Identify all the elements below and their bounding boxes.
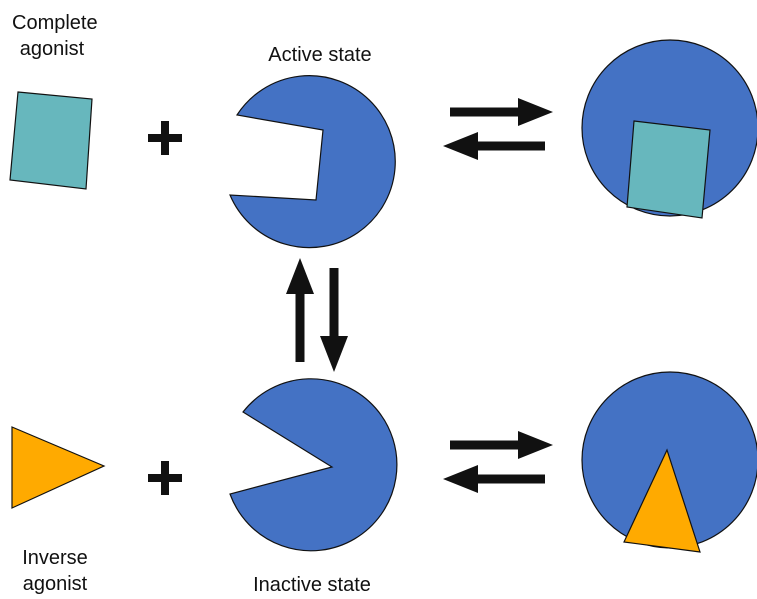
inverse-agonist-label: Inverse agonist <box>15 545 95 597</box>
agonist-bound-active-complex-icon <box>581 39 757 219</box>
inverse-agonist-triangle-icon <box>11 426 106 509</box>
inverse-agonist-label-line2: agonist <box>22 573 88 595</box>
state-equilibrium-arrows-icon <box>286 258 348 372</box>
inactive-state-label: Inactive state <box>253 574 371 596</box>
inactive-receptor-icon <box>229 378 398 552</box>
complete-agonist-label-line2: agonist <box>19 38 85 60</box>
inverse-agonist-label-line1: Inverse <box>22 547 88 569</box>
complete-agonist-label-line1: Complete <box>12 12 98 34</box>
active-receptor-icon <box>229 75 396 249</box>
inverse-agonist-bound-inactive-complex-icon <box>581 371 757 553</box>
complete-agonist-square-icon <box>9 91 93 190</box>
binding-equilibrium-arrows-top-icon <box>443 98 553 160</box>
binding-equilibrium-arrows-bottom-icon <box>443 431 553 493</box>
active-state-label: Active state <box>268 44 372 66</box>
plus-icon-bottom <box>148 458 188 498</box>
plus-icon-top <box>148 118 188 158</box>
complete-agonist-label: Complete agonist <box>12 10 98 62</box>
